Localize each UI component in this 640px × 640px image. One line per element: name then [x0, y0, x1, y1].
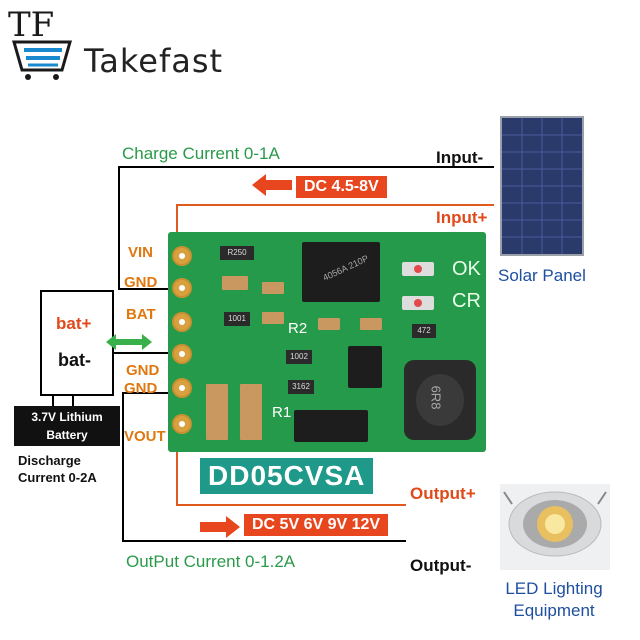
- pin-label-gnd-1: GND: [124, 274, 158, 291]
- input-plus-label: Input+: [436, 208, 488, 227]
- wire-output-minus-bottom: [122, 540, 406, 542]
- diode: [294, 410, 368, 442]
- wire-battery-bottom: [40, 394, 114, 396]
- charger-ic-marking: 4056A 210P: [321, 253, 370, 283]
- double-arrow-icon: [106, 334, 152, 350]
- resistor-r250: R250: [220, 246, 254, 260]
- led-light-image: [500, 484, 610, 570]
- inductor: 6R8: [404, 360, 476, 440]
- discharge-line2: Current 0-2A: [18, 470, 97, 485]
- pin-pad-vout: [172, 414, 192, 434]
- capacitor-7: [240, 384, 262, 440]
- arrow-left-icon: [252, 174, 292, 196]
- wire-output-plus-bottom: [176, 504, 406, 506]
- charge-current-label: Charge Current 0-1A: [122, 144, 280, 163]
- battery-leg-right: [72, 396, 74, 408]
- wire-output-plus-drop: [176, 436, 178, 506]
- wire-input-minus-left: [118, 166, 120, 290]
- led-ok: [402, 262, 434, 276]
- cr-label: CR: [452, 290, 481, 312]
- led-equipment-line2: Equipment: [513, 601, 595, 620]
- pin-label-vout: VOUT: [124, 428, 166, 445]
- pin-pad-gnd-2: [172, 344, 192, 364]
- pin-label-vin: VIN: [128, 244, 154, 261]
- capacitor-5: [360, 318, 382, 330]
- capacitor-1: [222, 276, 248, 290]
- bat-minus-label: bat-: [58, 350, 91, 370]
- charger-ic: 4056A 210P: [302, 242, 380, 302]
- arrow-right-icon: [200, 516, 240, 538]
- output-plus-label: Output+: [410, 484, 476, 503]
- r2-label: R2: [288, 320, 308, 337]
- pin-label-gnd-3: GND: [124, 380, 158, 397]
- pin-label-gnd-2: GND: [126, 362, 160, 379]
- resistor-472: 472: [412, 324, 436, 338]
- wire-battery-left: [40, 290, 42, 396]
- bat-plus-label: bat+: [56, 314, 92, 333]
- led-cr: [402, 296, 434, 310]
- battery-leg-left: [52, 396, 54, 408]
- wire-output-minus-stub: [122, 392, 174, 394]
- wire-input-plus-drop: [176, 204, 178, 248]
- capacitor-2: [262, 282, 284, 294]
- capacitor-3: [262, 312, 284, 324]
- pin-pad-vin: [172, 246, 192, 266]
- wire-input-plus-top: [176, 204, 494, 206]
- led-equipment-label: LED Lighting Equipment: [498, 578, 610, 622]
- discharge-label: Discharge Current 0-2A: [18, 452, 97, 486]
- brand-logo: TF: [6, 4, 84, 82]
- pcb-board: R250 4056A 210P OK CR 1001 R2 472 1002 3…: [168, 232, 486, 452]
- logo-letters: TF: [8, 5, 54, 45]
- wire-bat-minus: [112, 352, 174, 354]
- resistor-3162: 3162: [288, 380, 314, 394]
- battery-label-line2: Battery: [46, 428, 88, 442]
- battery-label-line1: 3.7V Lithium: [31, 410, 103, 424]
- wire-input-minus-stub: [118, 288, 174, 290]
- output-minus-label: Output-: [410, 556, 472, 575]
- wire-output-minus-left: [122, 392, 124, 542]
- pin-label-bat: BAT: [126, 306, 156, 323]
- resistor-1002: 1002: [286, 350, 312, 364]
- wire-battery-top: [40, 290, 112, 292]
- resistor-1001: 1001: [224, 312, 250, 326]
- solar-panel-label: Solar Panel: [498, 266, 586, 285]
- output-current-label: OutPut Current 0-1.2A: [126, 552, 296, 571]
- pin-pad-gnd-3: [172, 378, 192, 398]
- battery-box: 3.7V Lithium Battery: [14, 406, 120, 446]
- ok-label: OK: [452, 258, 481, 280]
- model-label: DD05CVSA: [200, 458, 374, 494]
- pin-pad-bat: [172, 312, 192, 332]
- brand-name: Takefast: [84, 42, 224, 80]
- cart-logo-icon: TF: [8, 5, 72, 80]
- pin-pad-gnd-1: [172, 278, 192, 298]
- wire-input-minus-top: [118, 166, 494, 168]
- inductor-marking: 6R8: [428, 385, 444, 410]
- dc-input-range: DC 4.5-8V: [296, 176, 387, 198]
- solar-panel-image: [500, 116, 584, 256]
- dc-output-range: DC 5V 6V 9V 12V: [244, 514, 389, 536]
- discharge-line1: Discharge: [18, 453, 81, 468]
- boost-ic: [348, 346, 382, 388]
- input-minus-label: Input-: [436, 148, 484, 167]
- r1-label: R1: [272, 404, 292, 421]
- led-equipment-line1: LED Lighting: [505, 579, 603, 598]
- capacitor-6: [206, 384, 228, 440]
- capacitor-4: [318, 318, 340, 330]
